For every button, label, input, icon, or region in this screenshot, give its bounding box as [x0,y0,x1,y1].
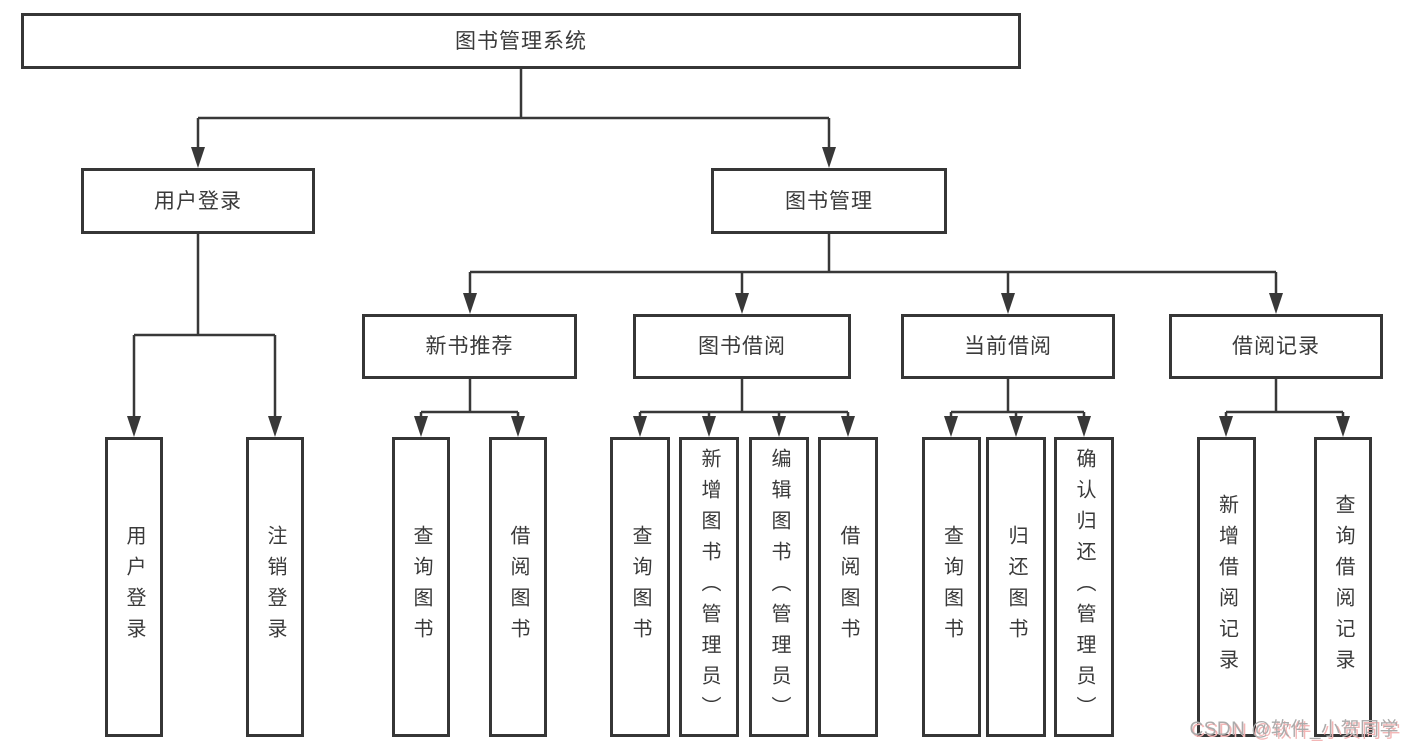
node-new-book-recommend-label: 新书推荐 [425,335,514,358]
node-current-borrowing-label: 当前借阅 [964,335,1052,358]
leaf-user-login: 用户登录 [105,437,163,737]
leaf-records-add-borrow-record: 新增借阅记录 [1197,437,1256,737]
node-new-book-recommend: 新书推荐 [362,314,577,379]
leaf-current-query-books: 查询图书 [922,437,981,737]
arrowhead-icon [127,416,141,437]
connector-new-book-rec-to-leaves [419,379,520,420]
leaf-current-confirm-return-admin-label: 确认归还（管理员） [1073,447,1095,727]
arrowhead-icon [268,416,282,437]
leaf-current-confirm-return-admin: 确认归还（管理员） [1054,437,1114,737]
arrowhead-icon [633,416,647,437]
leaf-current-return-books-label: 归还图书 [1005,525,1027,649]
node-book-management-label: 图书管理 [785,189,873,213]
leaf-borrow-add-books-admin: 新增图书（管理员） [679,437,739,737]
arrowhead-icon [944,416,958,437]
leaf-current-query-books-label: 查询图书 [940,525,963,649]
arrowhead-icon [1269,293,1283,314]
leaf-borrow-add-books-admin-label: 新增图书（管理员） [698,447,720,727]
connector-current-borrow-to-leaves [949,379,1086,420]
arrowhead-icon [1336,416,1350,437]
arrowhead-icon [463,293,477,314]
leaf-logout-label: 注销登录 [264,525,286,649]
node-library-system-label: 图书管理系统 [455,29,587,53]
leaf-logout: 注销登录 [246,437,304,737]
arrowhead-icon [1219,416,1233,437]
connector-borrow-record-to-leaves [1224,379,1345,420]
arrowhead-icon [1009,416,1023,437]
leaf-borrow-borrow-books-label: 借阅图书 [837,525,859,649]
arrowhead-icon [1001,293,1015,314]
leaf-newrec-borrow-books-label: 借阅图书 [507,525,529,649]
leaf-records-query-borrow-record-label: 查询借阅记录 [1332,494,1354,680]
node-current-borrowing: 当前借阅 [901,314,1115,379]
arrowhead-icon [735,293,749,314]
node-borrowing-records: 借阅记录 [1169,314,1383,379]
leaf-borrow-query-books-label: 查询图书 [629,525,651,649]
arrowhead-icon [511,416,525,437]
connector-root-to-level2 [196,69,831,150]
leaf-borrow-borrow-books: 借阅图书 [818,437,878,737]
arrowhead-icon [191,147,205,168]
node-user-login-group: 用户登录 [81,168,315,234]
node-borrowing-records-label: 借阅记录 [1232,335,1320,358]
connector-user-login-to-leaves [132,234,277,419]
leaf-borrow-edit-books-admin: 编辑图书（管理员） [749,437,809,737]
connector-book-mgmt-to-level3 [468,234,1278,296]
leaf-borrow-query-books: 查询图书 [610,437,670,737]
leaf-newrec-borrow-books: 借阅图书 [489,437,547,737]
node-book-management: 图书管理 [711,168,947,234]
leaf-newrec-query-books-label: 查询图书 [410,525,432,649]
leaf-current-return-books: 归还图书 [986,437,1046,737]
leaf-records-add-borrow-record-label: 新增借阅记录 [1215,494,1238,680]
arrowhead-icon [414,416,428,437]
node-user-login-group-label: 用户登录 [154,189,242,213]
leaf-newrec-query-books: 查询图书 [392,437,450,737]
leaf-records-query-borrow-record: 查询借阅记录 [1314,437,1372,737]
leaf-user-login-label: 用户登录 [123,525,145,649]
arrowhead-icon [822,147,836,168]
arrowhead-icon [1077,416,1091,437]
arrowhead-icon [702,416,716,437]
arrowhead-icon [772,416,786,437]
node-library-system: 图书管理系统 [21,13,1021,69]
arrowhead-icon [841,416,855,437]
leaf-borrow-edit-books-admin-label: 编辑图书（管理员） [768,447,790,727]
connector-book-borrow-to-leaves [638,379,850,420]
node-book-borrowing: 图书借阅 [633,314,851,379]
node-book-borrowing-label: 图书借阅 [698,335,786,358]
